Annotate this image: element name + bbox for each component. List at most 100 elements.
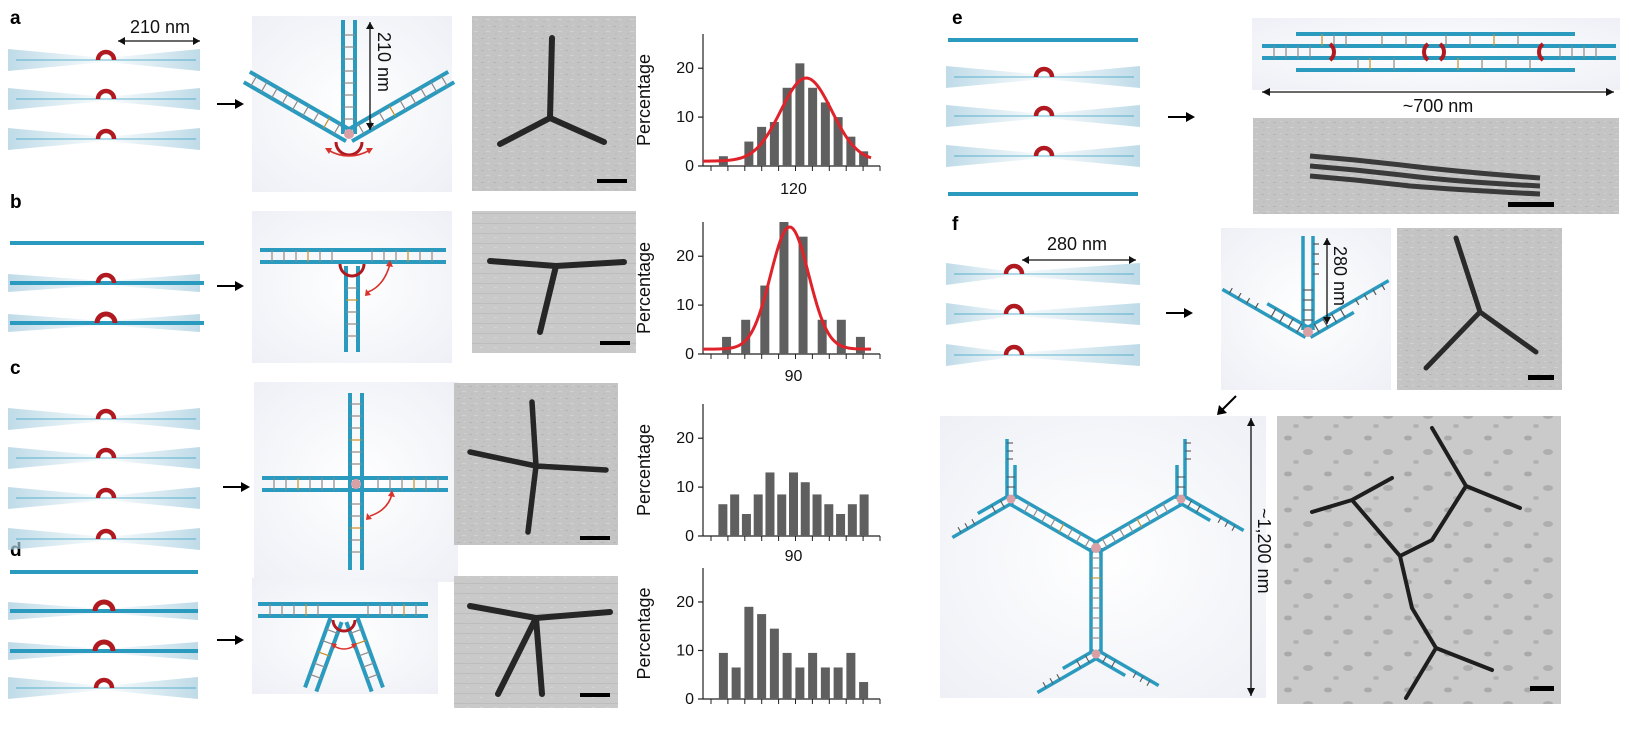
bar bbox=[833, 667, 843, 699]
bar bbox=[779, 222, 789, 354]
panel-f-strands: 280 nm bbox=[946, 234, 1140, 366]
scale-bar-f bbox=[1528, 375, 1554, 380]
panel-e-tem-image bbox=[1253, 118, 1619, 214]
panel-d-tem-image bbox=[454, 576, 618, 708]
y-tick-label: 0 bbox=[685, 528, 694, 545]
bar bbox=[718, 652, 728, 699]
bar bbox=[753, 494, 763, 536]
bar bbox=[730, 494, 740, 536]
panel-d-strands bbox=[8, 570, 198, 699]
scale-bar-e bbox=[1508, 202, 1554, 207]
panel-label-b: b bbox=[10, 192, 22, 213]
scale-bar-d bbox=[580, 693, 610, 697]
bar bbox=[798, 236, 808, 354]
y-tick-label: 0 bbox=[685, 158, 694, 175]
bar bbox=[824, 504, 834, 536]
bar bbox=[757, 126, 767, 166]
bar bbox=[795, 63, 805, 167]
panel-a-tem-image bbox=[472, 16, 636, 191]
panel-g-height-label: ~1,200 nm bbox=[1254, 508, 1274, 594]
panel-g-schematic: ~1,200 nm bbox=[940, 416, 1274, 698]
bar bbox=[795, 667, 805, 699]
bar bbox=[744, 606, 754, 699]
bar bbox=[808, 652, 818, 699]
y-tick-label: 10 bbox=[676, 642, 694, 659]
y-tick-label: 10 bbox=[676, 479, 694, 496]
panel-a-arrow bbox=[217, 99, 244, 109]
bar bbox=[722, 336, 732, 354]
bar bbox=[859, 494, 869, 536]
panel-e-schematic: ~700 nm bbox=[1252, 18, 1620, 116]
panel-d-schematic bbox=[252, 578, 438, 694]
histograms: 01020Percentage12001020Percentage9001020… bbox=[634, 34, 881, 708]
y-tick-label: 0 bbox=[685, 691, 694, 708]
panel-f-arm-label: 280 nm bbox=[1330, 246, 1350, 306]
panel-f-span-label: 280 nm bbox=[1047, 234, 1107, 254]
panel-f-tem-image bbox=[1397, 228, 1562, 390]
panel-a-strands: 210 nm bbox=[8, 17, 200, 150]
bar bbox=[769, 628, 779, 699]
bar bbox=[846, 652, 856, 699]
bar bbox=[859, 682, 869, 699]
y-axis-label: Percentage bbox=[634, 54, 654, 146]
bar bbox=[800, 482, 810, 536]
bar bbox=[817, 319, 827, 354]
y-tick-label: 20 bbox=[676, 60, 694, 77]
bar bbox=[859, 151, 869, 166]
bar bbox=[789, 472, 798, 536]
bar bbox=[731, 667, 741, 699]
histogram-b: 0 10 20 Percentage 90 bbox=[634, 222, 881, 385]
panel-label-c: c bbox=[10, 358, 21, 379]
bar bbox=[836, 319, 846, 354]
bar bbox=[760, 285, 770, 354]
bar bbox=[847, 504, 857, 536]
bar bbox=[820, 667, 830, 699]
bar bbox=[833, 117, 843, 166]
bar bbox=[820, 102, 830, 166]
x-tick-label: 90 bbox=[785, 368, 803, 385]
bar bbox=[741, 319, 751, 354]
panel-f-schematic: 280 nm bbox=[1221, 228, 1391, 390]
panel-label-d: d bbox=[10, 540, 22, 561]
bar bbox=[765, 472, 775, 536]
panel-label-f: f bbox=[952, 214, 959, 235]
bar bbox=[757, 614, 767, 699]
bar bbox=[808, 87, 818, 166]
y-tick-label: 20 bbox=[676, 248, 694, 265]
panel-b-schematic bbox=[252, 211, 452, 363]
panel-g-tem-image bbox=[1277, 416, 1561, 704]
panel-a-arm-label: 210 nm bbox=[374, 32, 394, 92]
panel-f-arrow bbox=[1166, 308, 1193, 318]
bar bbox=[812, 494, 822, 536]
bar bbox=[782, 652, 792, 699]
y-tick-label: 0 bbox=[685, 346, 694, 363]
y-tick-label: 20 bbox=[676, 594, 694, 611]
gaussian-fit-curve bbox=[703, 76, 872, 163]
bar bbox=[836, 514, 846, 536]
y-tick-label: 10 bbox=[676, 297, 694, 314]
scale-bar-g bbox=[1530, 686, 1554, 691]
panel-b-tem-image bbox=[472, 211, 636, 353]
panel-b-strands bbox=[8, 241, 204, 332]
x-tick-label: 90 bbox=[785, 548, 803, 565]
histogram-d: 0 10 20 Percentage bbox=[634, 568, 881, 708]
bar bbox=[777, 494, 787, 536]
y-axis-label: Percentage bbox=[634, 242, 654, 334]
panel-f-to-g-arrow bbox=[1217, 395, 1237, 415]
y-axis-label: Percentage bbox=[634, 587, 654, 679]
panel-e-strands bbox=[946, 38, 1140, 196]
bar bbox=[782, 87, 792, 166]
bar bbox=[769, 122, 779, 166]
panel-b-arrow bbox=[217, 281, 244, 291]
panel-e-length-label: ~700 nm bbox=[1403, 96, 1474, 116]
scale-bar-b bbox=[600, 341, 630, 345]
y-axis-label: Percentage bbox=[634, 424, 654, 516]
bar bbox=[718, 504, 728, 536]
panel-a-span-label: 210 nm bbox=[130, 17, 190, 37]
scale-bar-c bbox=[580, 536, 610, 540]
gaussian-fit-curve bbox=[703, 225, 871, 351]
panel-e-arrow bbox=[1168, 112, 1195, 122]
